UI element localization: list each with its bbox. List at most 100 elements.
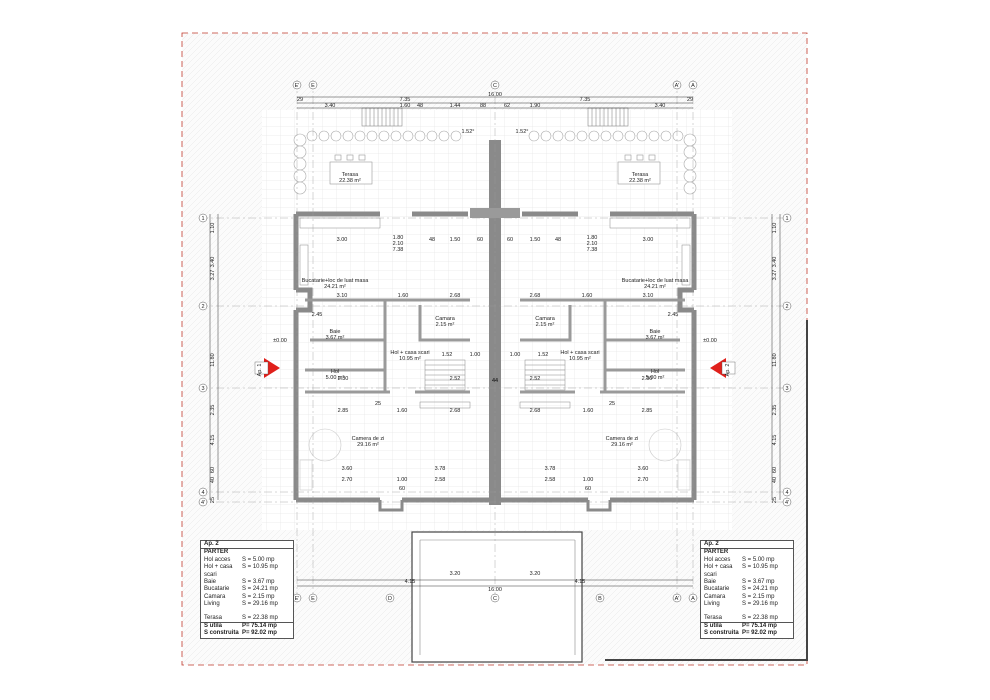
grid-number-left: 2 — [201, 304, 204, 310]
room-name-left: Baie — [329, 329, 340, 335]
room-key: Bucatarie — [204, 586, 230, 593]
interior-dimension: 1.52 — [442, 352, 453, 358]
overall-width-bottom: 16.00 — [488, 587, 502, 593]
interior-dimension-mirror: 3.00 — [643, 237, 654, 243]
area-row: Living S = 29.16 mp — [701, 601, 793, 608]
area-table-apt: Ap. 2 — [201, 541, 293, 550]
interior-dimension-mirror: 1.50 — [530, 237, 541, 243]
room-name-right: Hol + casa scari — [560, 350, 599, 356]
top-dimension: 1.52° — [516, 129, 529, 135]
room-name-left: Bucatarie+loc de luat masa — [302, 278, 369, 284]
side-dimension-right: 2.35 — [772, 405, 778, 416]
grid-number-right: 4' — [785, 500, 789, 506]
top-dimension: 29 — [297, 97, 303, 103]
room-area-right: 24.21 m² — [644, 284, 666, 290]
room-area-right: 2.15 m² — [536, 322, 555, 328]
interior-dimension: 1.80 — [393, 235, 404, 241]
room-area-right: 10.95 m² — [569, 356, 591, 362]
interior-dimension: 25 — [375, 401, 381, 407]
side-dimension-left: 25 — [210, 497, 216, 503]
room-area-left: 2.15 m² — [436, 322, 455, 328]
area-table-level: PARTER — [701, 549, 793, 556]
room-name-right: Camara — [535, 316, 556, 322]
level-label: PARTER — [704, 549, 729, 556]
side-dimension-right: 60 — [772, 467, 778, 473]
section-marker-label-right: Ap. 2 — [725, 364, 731, 377]
interior-dimension: 48 — [429, 237, 435, 243]
top-dimension: 48 — [417, 103, 423, 109]
interior-dimension: 7.38 — [393, 247, 404, 253]
grid-number-right: 4 — [785, 490, 788, 496]
room-value: S = 10.95 mp — [742, 564, 778, 571]
grid-number-left: 1 — [201, 216, 204, 222]
grid-axes — [200, 80, 790, 600]
room-area-left: 22.38 m² — [339, 178, 361, 184]
room-key: Hol + casa scari — [704, 564, 733, 578]
interior-dimension: 1.00 — [470, 352, 481, 358]
top-dimension: 62 — [504, 103, 510, 109]
interior-dimension: 60 — [399, 486, 405, 492]
interior-dimension: 2.45 — [312, 312, 323, 318]
interior-dimension: 3.00 — [337, 237, 348, 243]
interior-dimension-mirror: 1.80 — [587, 235, 598, 241]
interior-dimension: 2.68 — [450, 293, 461, 299]
interior-dimension-mirror: 2.85 — [642, 408, 653, 414]
interior-dimension: 2.58 — [435, 477, 446, 483]
grid-number-right: 3 — [785, 386, 788, 392]
grid-number-left: 3 — [201, 386, 204, 392]
side-dimension-left: 3.27 — [210, 270, 216, 281]
interior-dimension: 1.50 — [450, 237, 461, 243]
grid-letter-top: C — [493, 83, 497, 89]
interior-stairs — [419, 359, 571, 409]
interior-dimension: 2.10 — [393, 241, 404, 247]
elevation-mark-right: ±0.00 — [703, 338, 717, 344]
room-area-right: 29.16 m² — [611, 442, 633, 448]
interior-dimension-mirror: 2.45 — [668, 312, 679, 318]
interior-dimension-mirror: 2.68 — [530, 293, 541, 299]
interior-dimension-mirror: 2.58 — [545, 477, 556, 483]
room-name-right: Baie — [649, 329, 660, 335]
bay-windows — [378, 500, 612, 512]
room-name-right: Hol — [651, 369, 659, 375]
interior-dimension-mirror: 60 — [507, 237, 513, 243]
grid-letter-bottom: B — [598, 596, 602, 602]
interior-dimension: 2.30 — [338, 376, 349, 382]
interior-dimension: 1.60 — [398, 293, 409, 299]
interior-dimension: 1.00 — [397, 477, 408, 483]
interior-dimension-mirror: 60 — [585, 486, 591, 492]
side-dimension-right: 1.10 — [772, 223, 778, 234]
grid-letter-bottom: E — [311, 596, 315, 602]
interior-dimension: 3.60 — [342, 466, 353, 472]
interior-dimension-mirror: 44 — [492, 378, 498, 384]
built-value: P= 92.02 mp — [742, 630, 777, 637]
top-dimension: 3.40 — [655, 103, 666, 109]
top-dimension: 7.35 — [400, 97, 411, 103]
room-name-left: Camera de zi — [352, 436, 385, 442]
terrace-key: Terasa — [204, 614, 223, 621]
room-key: Living — [704, 601, 720, 608]
room-value: S = 29.16 mp — [742, 601, 778, 608]
grid-letter-bottom: A' — [675, 596, 680, 602]
grid-letter-bottom: C — [493, 596, 497, 602]
room-area-right: 22.38 m² — [629, 178, 651, 184]
top-dimension: 3.40 — [325, 103, 336, 109]
side-dimension-right: 3.40 — [772, 257, 778, 268]
grid-number-right: 2 — [785, 304, 788, 310]
room-area-left: 29.16 m² — [357, 442, 379, 448]
interior-dimension: 44 — [492, 378, 498, 384]
interior-dimension-mirror: 48 — [555, 237, 561, 243]
section-marker-label-left: Ap. 1 — [257, 364, 263, 377]
room-key: Hol acces — [204, 556, 231, 563]
interior-dimension-mirror: 7.38 — [587, 247, 598, 253]
interior-dimension-mirror: 1.00 — [510, 352, 521, 358]
grid-letter-bottom: D — [388, 596, 392, 602]
kitchen-counters — [299, 217, 691, 286]
